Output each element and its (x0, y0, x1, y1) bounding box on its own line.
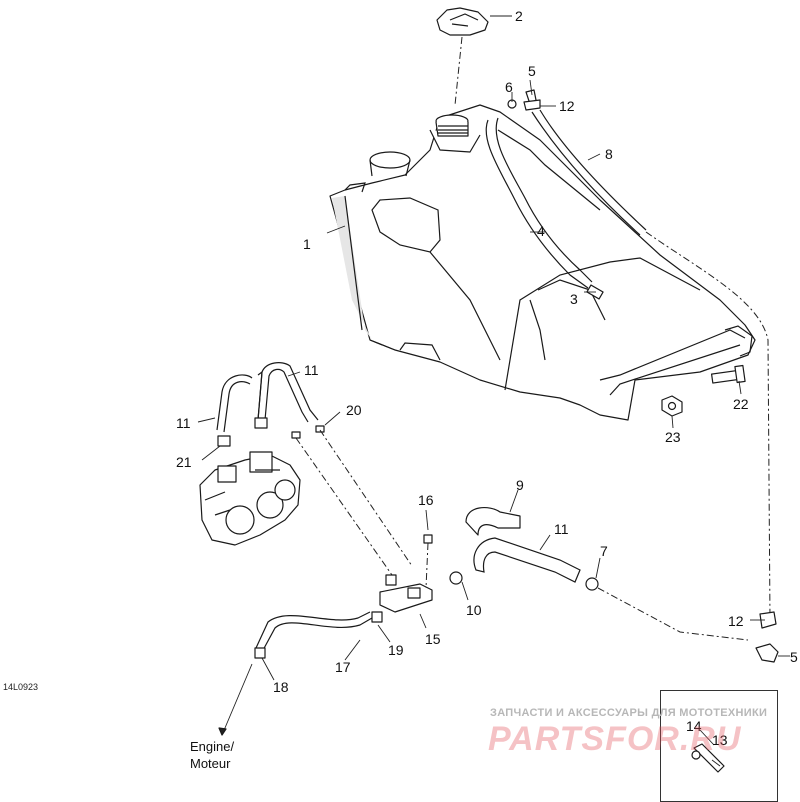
callout-2: 2 (515, 8, 523, 24)
callout-16: 16 (418, 492, 434, 508)
callout-23: 23 (665, 429, 681, 445)
callout-12-bottom: 12 (728, 613, 744, 629)
callout-11-upper: 11 (304, 362, 319, 378)
callout-1: 1 (303, 236, 311, 252)
callout-6: 6 (505, 79, 513, 95)
watermark-logo: PARTSFOR.RU (488, 720, 742, 758)
vent-fittings-top (507, 89, 541, 111)
callout-3: 3 (570, 291, 578, 307)
callout-11-center: 11 (554, 521, 569, 537)
destination-line-1: Engine/ (190, 739, 235, 754)
callout-22: 22 (733, 396, 749, 412)
fittings-lower-right (755, 611, 779, 663)
vent-hose-8 (531, 109, 771, 621)
callout-20: 20 (346, 402, 362, 418)
fuel-tank (329, 104, 756, 421)
callout-5-top: 5 (528, 63, 536, 79)
callout-4: 4 (537, 223, 545, 239)
fuel-hoses-center (449, 507, 749, 641)
callout-8: 8 (605, 146, 613, 162)
callout-18: 18 (273, 679, 289, 695)
callout-17: 17 (335, 659, 351, 675)
callout-21: 21 (176, 454, 192, 470)
callout-5-bottom: 5 (790, 649, 798, 665)
callout-numbers: 1 2 3 4 5 5 6 7 8 9 10 11 11 11 12 12 13… (176, 8, 798, 748)
inset-fitting (691, 743, 725, 773)
callout-13: 13 (712, 732, 728, 748)
callout-19: 19 (388, 642, 404, 658)
bolt-22 (710, 364, 746, 384)
callout-15: 15 (425, 631, 441, 647)
callout-7: 7 (600, 543, 608, 559)
callout-9: 9 (516, 477, 524, 493)
watermark-tagline: ЗАПЧАСТИ И АКСЕССУАРЫ ДЛЯ МОТОТЕХНИКИ (490, 707, 768, 719)
reference-code: 14L0923 (3, 682, 39, 692)
engine-destination-label: Engine/ Moteur (190, 738, 234, 772)
callout-10: 10 (466, 602, 482, 618)
fuel-cap (436, 7, 489, 106)
callout-14: 14 (686, 718, 702, 734)
nut-23 (661, 395, 683, 417)
fuel-pump-15 (379, 534, 433, 613)
callout-12-top: 12 (559, 98, 575, 114)
fuel-hose-17 (218, 611, 383, 736)
callout-11-left: 11 (176, 415, 191, 431)
leader-lines (197, 15, 790, 767)
destination-line-2: Moteur (190, 756, 231, 771)
carburetor-assembly (199, 451, 301, 546)
